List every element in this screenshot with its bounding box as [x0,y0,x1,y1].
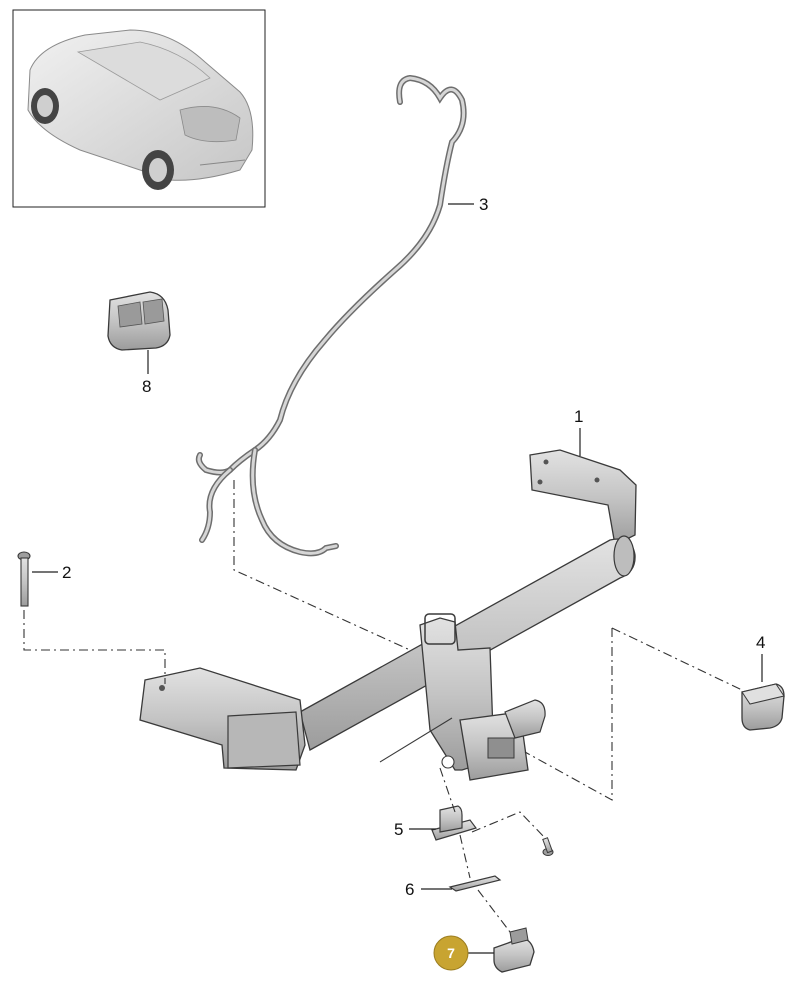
assembly-lines [23,480,743,933]
part-6-plate[interactable] [448,875,502,892]
vehicle-icon [27,29,254,190]
part-8-control-unit[interactable] [107,291,171,351]
callout-1[interactable]: 1 [574,407,583,426]
callout-6[interactable]: 6 [405,880,414,899]
callout-3[interactable]: 3 [479,195,488,214]
part-5-mounting-plate[interactable] [431,805,477,841]
callout-2[interactable]: 2 [62,563,71,582]
part-4-cap[interactable] [741,683,785,731]
vehicle-thumbnail [12,9,266,208]
callout-leaders [32,203,763,954]
callout-7: 7 [447,945,455,961]
part-7-socket-cover[interactable] [493,927,535,973]
callout-5[interactable]: 5 [394,820,403,839]
callout-7-highlighted[interactable]: 7 [433,935,469,971]
screw[interactable] [542,837,554,856]
callout-8[interactable]: 8 [142,377,151,396]
callout-4[interactable]: 4 [756,633,765,652]
part-1-trailer-hitch[interactable] [139,449,637,781]
part-2-bolt[interactable] [17,551,31,607]
part-3-wiring-harness[interactable] [195,74,467,557]
